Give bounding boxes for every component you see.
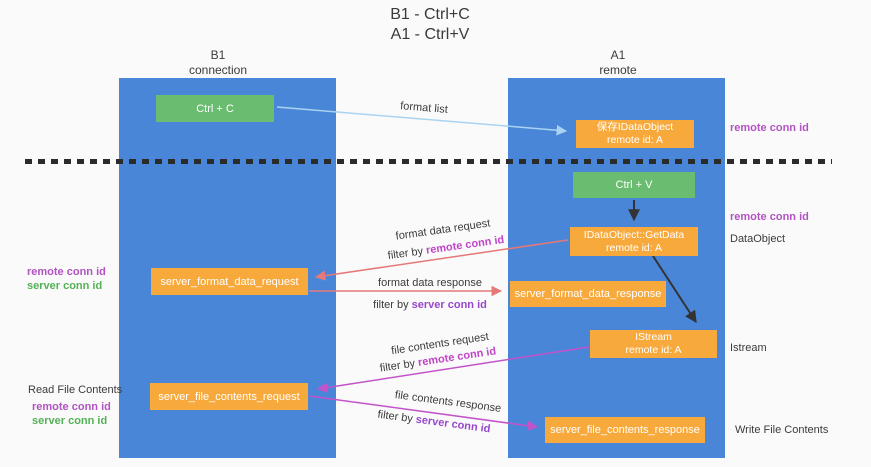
right-lifeline-title: A1	[610, 48, 626, 62]
right-lifeline-header: A1 remote	[518, 48, 718, 78]
format-data-request-arrow	[314, 239, 569, 281]
ctrl-c-label: Ctrl + C	[196, 102, 234, 115]
diagram-title: B1 - Ctrl+C A1 - Ctrl+V	[280, 5, 580, 45]
remote-conn-id-annotation-left-bottom: remote conn id	[32, 401, 111, 413]
format-list-arrow	[276, 106, 568, 136]
istream-line2: remote id: A	[625, 344, 682, 356]
server-file-contents-request-label: server_file_contents_request	[158, 390, 300, 403]
server-conn-id-annotation-left-top: server conn id	[27, 280, 103, 292]
save-idataobject-line2: remote id: A	[606, 134, 664, 146]
server-file-contents-response-node: server_file_contents_response	[545, 417, 705, 443]
istream-line1: IStream	[635, 331, 672, 343]
right-lifeline-subtitle: remote	[599, 63, 637, 77]
server-format-data-response-node: server_format_data_response	[510, 281, 666, 307]
server-conn-id-annotation-left-bottom: server conn id	[32, 415, 108, 427]
getdata-to-istream-arrow	[652, 255, 697, 324]
save-idataobject-node: 保存IDataObject remote id: A	[576, 120, 694, 148]
format-data-response-label: format data response	[378, 277, 482, 289]
remote-conn-id-annotation-mid: remote conn id	[730, 211, 809, 223]
filter-by-text: filter by	[373, 299, 412, 311]
format-data-response-filter-label: filter by server conn id	[373, 299, 487, 311]
read-file-contents-annotation: Read File Contents	[28, 384, 123, 396]
getdata-line1: IDataObject::GetData	[583, 228, 685, 241]
phase-separator-dashed-line	[25, 159, 832, 164]
istream-node: IStream remote id: A	[590, 330, 717, 358]
server-file-contents-request-node: server_file_contents_request	[150, 383, 308, 410]
idataobject-getdata-node: IDataObject::GetData remote id: A	[570, 227, 698, 256]
server-file-contents-response-label: server_file_contents_response	[550, 424, 700, 436]
file-contents-response-arrow	[308, 395, 539, 431]
write-file-contents-annotation: Write File Contents	[735, 424, 829, 436]
save-idataobject-line1: 保存IDataObject	[596, 121, 674, 133]
server-format-data-request-node: server_format_data_request	[151, 268, 308, 295]
ctrl-v-node: Ctrl + V	[573, 172, 695, 198]
getdata-line2: remote id: A	[605, 241, 663, 254]
left-lifeline-title: B1	[210, 48, 226, 62]
left-lifeline-header: B1 connection	[118, 48, 318, 78]
remote-conn-id-annotation-left-top: remote conn id	[27, 266, 106, 278]
dataobject-annotation: DataObject	[730, 233, 786, 245]
server-conn-id-highlight: server conn id	[411, 299, 487, 311]
ctrl-c-node: Ctrl + C	[156, 95, 274, 122]
server-format-data-request-label: server_format_data_request	[160, 275, 299, 288]
ctrl-v-label: Ctrl + V	[615, 179, 653, 191]
title-line-2: A1 - Ctrl+V	[390, 26, 470, 43]
remote-conn-id-annotation-top: remote conn id	[730, 122, 809, 134]
left-lifeline-subtitle: connection	[188, 63, 248, 77]
file-contents-request-arrow	[316, 346, 590, 393]
title-line-1: B1 - Ctrl+C	[390, 6, 470, 23]
server-format-data-response-label: server_format_data_response	[514, 288, 662, 300]
istream-annotation: Istream	[730, 342, 767, 354]
